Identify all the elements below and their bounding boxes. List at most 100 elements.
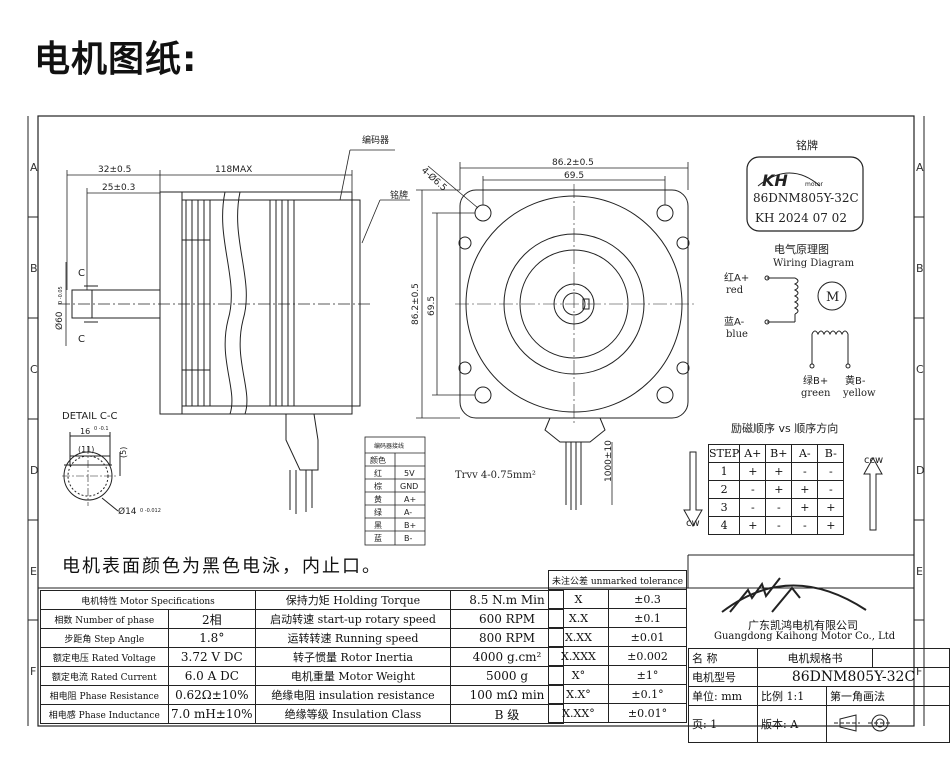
zone-letter: C [916, 363, 924, 376]
unit-cell: 单位: mm [688, 686, 758, 706]
seq-cell: + [765, 462, 793, 481]
seq-cell: 3 [707, 498, 741, 517]
nameplate-logo-sub: motor [805, 181, 824, 188]
dim-front-height: 86.2±0.5 [411, 283, 421, 325]
seq-cell: 4 [707, 516, 741, 535]
seq-header: B+ [765, 444, 793, 463]
seq-cell: + [817, 516, 845, 535]
dim-118: 118MAX [215, 165, 252, 175]
spec-value: 3.72 V DC [167, 647, 257, 667]
encoder-color: 黑 [374, 521, 382, 530]
seq-cell: + [739, 462, 767, 481]
zone-letter: D [916, 464, 924, 477]
seq-cell: + [765, 480, 793, 499]
seq-cell: - [765, 498, 793, 517]
seq-cell: + [817, 498, 845, 517]
encoder-color: 红 [374, 468, 382, 478]
surface-note: 电机表面颜色为黑色电泳，内止口。 [62, 556, 382, 577]
encoder-table-col: 颜色 [370, 455, 386, 465]
spec-param: 保持力矩 Holding Torque [255, 590, 451, 610]
zone-letter: E [916, 565, 923, 578]
zone-letter: C [30, 363, 38, 376]
zone-letter: E [30, 565, 37, 578]
tolerance-row: X±0.3 [548, 589, 688, 609]
spec-value: 0.62Ω±10% [167, 685, 257, 705]
wiring-title: 电气原理图 [774, 242, 829, 256]
side-view [58, 191, 370, 514]
angle-cell: 第一角画法 [826, 686, 950, 706]
nameplate: 铭牌 KH motor 86DNM805Y-32C KH 2024 07 02 [746, 138, 864, 232]
spec-value: 5000 g [450, 666, 564, 686]
spec-param: 转子惯量 Rotor Inertia [255, 647, 451, 667]
dim-front-holes-v: 69.5 [427, 296, 437, 316]
spec-param: 绝缘等级 Insulation Class [255, 704, 451, 724]
encoder-wiring-table [364, 436, 426, 546]
sequence-row: 1++-- [707, 462, 845, 481]
company-name-cn: 广东凯鸿电机有限公司 [748, 619, 858, 632]
ratio-cell: 比例 1:1 [757, 686, 827, 706]
encoder-signal: A- [404, 508, 412, 517]
dim-front-width: 86.2±0.5 [552, 158, 594, 168]
encoder-signal: A+ [404, 495, 416, 504]
seq-cell: - [739, 498, 767, 517]
wiring-subtitle: Wiring Diagram [773, 258, 855, 269]
spec-value: 1.8° [167, 628, 257, 648]
encoder-color: 蓝 [374, 533, 382, 543]
seq-cell: + [739, 516, 767, 535]
wire-yellow-en: yellow [842, 388, 876, 399]
dim-shaft: Ø14 [118, 506, 137, 517]
nameplate-title: 铭牌 [796, 138, 818, 152]
cw-label: cw [686, 518, 700, 529]
tol-format: X.XX° [548, 703, 609, 723]
tol-value: ±0.1° [607, 684, 688, 704]
encoder-signal: B+ [404, 521, 416, 530]
tolerance-row: X°±1° [548, 665, 688, 685]
tol-format: X.X° [548, 684, 609, 704]
spec-value: 6.0 A DC [167, 666, 257, 686]
tolerance-table: 未注公差 unmarked tolerance X±0.3 X.X±0.1 X.… [547, 570, 688, 723]
seq-header: STEP [707, 444, 741, 463]
tolerance-row: X.X°±0.1° [548, 684, 688, 704]
encoder-color: 棕 [374, 481, 382, 491]
sequence-row: 4+--+ [707, 516, 845, 535]
spec-value: 600 RPM [450, 609, 564, 629]
spec-label: 相电感 Phase Inductance [40, 704, 169, 724]
tol-value: ±1° [607, 665, 688, 685]
dim-shaft-tol: 0 -0.012 [140, 508, 161, 514]
sequence-title: 励磁顺序 vs 顺序方向 [731, 421, 838, 435]
wiring-diagram: 电气原理图 Wiring Diagram 红A+ red 蓝A- blue M … [724, 242, 876, 399]
dim-32: 32±0.5 [98, 165, 131, 175]
wire-red-en: red [726, 285, 744, 296]
nameplate-model: 86DNM805Y-32C [753, 191, 859, 205]
seq-header: B- [817, 444, 845, 463]
tol-value: ±0.002 [607, 646, 688, 666]
tolerance-header: 未注公差 unmarked tolerance [547, 570, 688, 590]
spec-label: 相数 Number of phase [40, 609, 169, 629]
spec-value: B 级 [450, 704, 564, 724]
name-value: 电机规格书 [757, 648, 873, 668]
dim-key-5: (5) [119, 447, 128, 458]
seq-cell: - [791, 516, 819, 535]
page-cell: 页: 1 [688, 705, 758, 743]
tol-format: X.XX [548, 627, 609, 647]
wire-blue: 蓝A- [724, 316, 745, 328]
spec-row: 电机特性 Motor Specifications 保持力矩 Holding T… [40, 590, 564, 610]
zone-letter: A [916, 161, 924, 174]
sequence-row: 2-++- [707, 480, 845, 499]
spec-label: 额定电流 Rated Current [40, 666, 169, 686]
seq-cell: 1 [707, 462, 741, 481]
wire-red: 红A+ [724, 271, 749, 284]
sequence-diagram: 励磁顺序 vs 顺序方向 cw ccw [683, 421, 883, 531]
detail-label: DETAIL C-C [62, 411, 117, 422]
spec-label: 相电阻 Phase Resistance [40, 685, 169, 705]
dim-key-11: (11) [78, 445, 94, 454]
seq-cell: - [791, 462, 819, 481]
encoder-color: 黄 [374, 494, 382, 504]
